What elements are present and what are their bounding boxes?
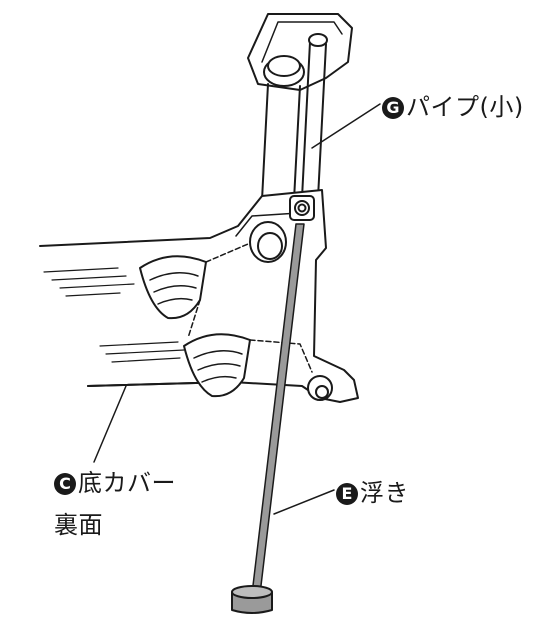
surface-hatching bbox=[43, 267, 185, 363]
rib-pocket-lower bbox=[183, 333, 251, 398]
rib-pocket-upper bbox=[139, 255, 207, 320]
callout-badge: E bbox=[336, 483, 358, 505]
pipe-leader-line bbox=[311, 103, 381, 149]
float-leader-line bbox=[273, 489, 335, 515]
bottom-cover-leader-line bbox=[93, 385, 127, 463]
callout-text: 裏面 bbox=[54, 511, 103, 539]
bottom-cover-callout-line2: 裏面 bbox=[54, 510, 103, 540]
callout-text: 浮き bbox=[360, 479, 409, 507]
float-weight bbox=[231, 585, 273, 614]
callout-text: パイプ(小) bbox=[406, 93, 524, 121]
small-pipe bbox=[301, 33, 328, 199]
callout-badge: C bbox=[54, 473, 76, 495]
main-pipe bbox=[261, 55, 305, 201]
bottom-cover bbox=[39, 189, 359, 403]
callout-text: 底カバー bbox=[78, 469, 176, 497]
callout-badge: G bbox=[382, 97, 404, 119]
rod-bracket bbox=[289, 195, 315, 221]
